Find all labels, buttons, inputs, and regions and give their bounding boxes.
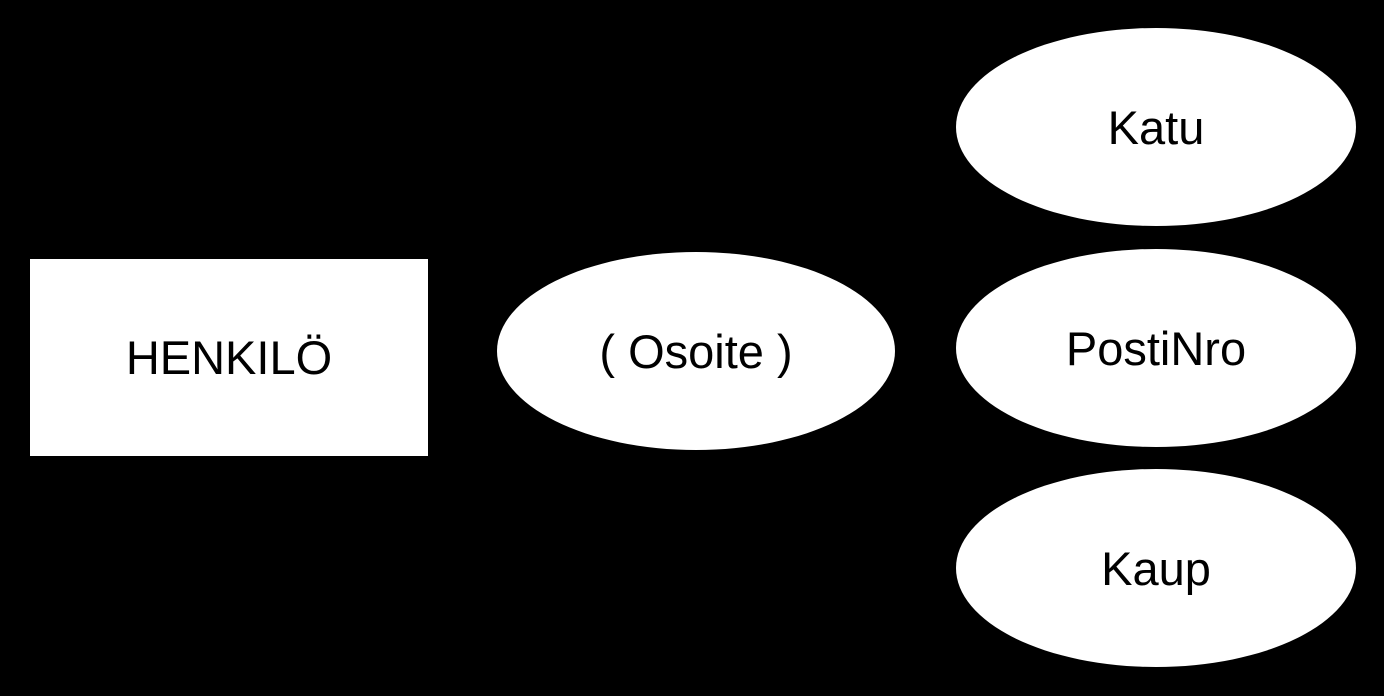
attribute-node-katu[interactable]: Katu (956, 28, 1356, 226)
attribute-node-osoite-label: ( Osoite ) (599, 324, 793, 378)
attribute-node-osoite[interactable]: ( Osoite ) (497, 252, 895, 450)
attribute-node-postinro[interactable]: PostiNro (956, 249, 1356, 447)
entity-node-henkilo[interactable]: HENKILÖ (30, 259, 428, 456)
entity-node-henkilo-label: HENKILÖ (125, 331, 333, 384)
attribute-node-kaup[interactable]: Kaup (956, 469, 1356, 667)
attribute-node-kaup-label: Kaup (1101, 541, 1211, 595)
attribute-node-katu-label: Katu (1107, 100, 1205, 154)
attribute-node-postinro-label: PostiNro (1065, 321, 1247, 375)
